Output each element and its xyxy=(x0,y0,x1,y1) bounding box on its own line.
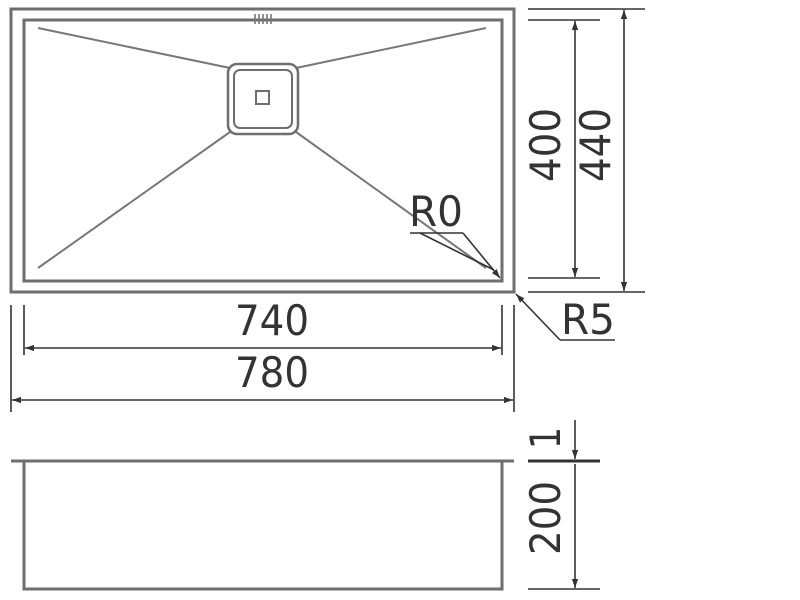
outer-radius-leader xyxy=(515,293,615,341)
side-view: 1 200 xyxy=(11,420,600,591)
outer-width-label: 780 xyxy=(235,348,309,397)
width-dimension-lines xyxy=(10,305,515,412)
outer-corner-radius-label: R5 xyxy=(561,295,615,344)
overflow-slots-icon xyxy=(254,14,272,24)
outer-depth-label: 440 xyxy=(571,108,620,182)
rim-thickness-label: 1 xyxy=(521,427,570,449)
depth-dimension-lines xyxy=(528,8,645,293)
inner-corner-radius-label: R0 xyxy=(409,187,463,236)
inner-bowl xyxy=(22,18,504,283)
side-dimension-lines xyxy=(528,420,600,590)
inner-radius-leader xyxy=(410,232,501,279)
side-bowl-profile xyxy=(22,462,504,591)
square-drain-icon xyxy=(226,62,300,136)
slope-lines xyxy=(37,27,487,269)
top-view: R0 R5 740 780 400 440 xyxy=(9,7,645,412)
bowl-depth-label: 200 xyxy=(521,481,570,555)
inner-depth-label: 400 xyxy=(521,108,570,182)
outer-rim xyxy=(9,7,516,294)
inner-width-label: 740 xyxy=(235,296,309,345)
